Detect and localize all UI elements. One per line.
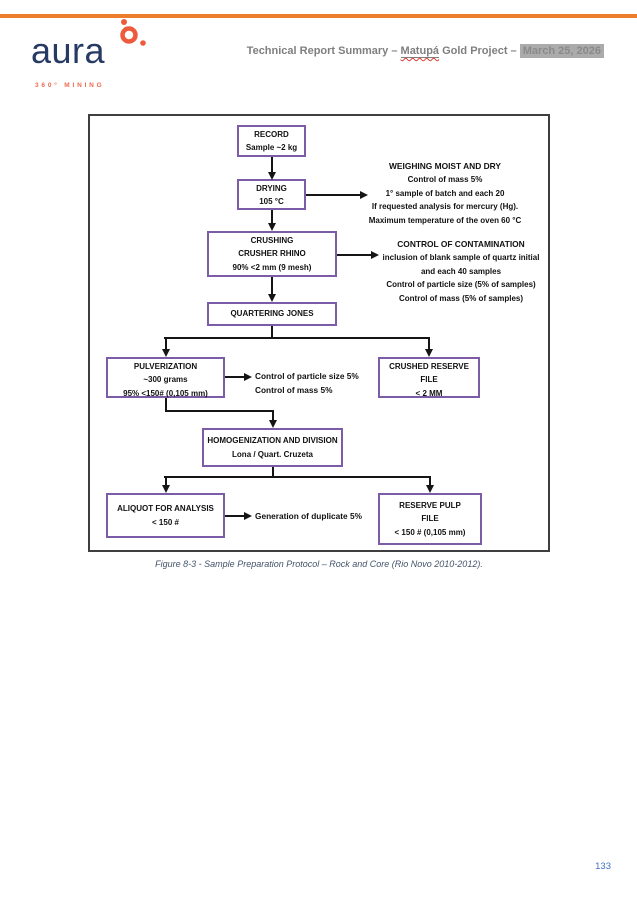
arrow-aliquot-to-duplicate-note xyxy=(225,515,244,517)
header-accent-bar xyxy=(0,14,637,18)
note-weighing-heading: WEIGHING MOIST AND DRY xyxy=(389,161,501,171)
arrow-drying-to-weighing-note xyxy=(306,194,360,196)
aura-logo-wordmark: aura xyxy=(31,30,106,71)
connector-homogenization-stem xyxy=(271,467,274,478)
connector-pulverization-down xyxy=(164,398,167,412)
connector-homogenization-split xyxy=(164,476,431,478)
flow-node-aliquot: ALIQUOT FOR ANALYSIS< 150 # xyxy=(106,493,225,538)
arrowhead-homogenization-to-reserve-pulp xyxy=(426,485,434,493)
arrowhead-pulverization-to-control-note xyxy=(244,373,252,381)
arrowhead-to-homogenization xyxy=(268,420,277,428)
flow-node-quartering-label: QUARTERING JONES xyxy=(230,309,314,319)
arrow-to-homogenization xyxy=(271,410,274,422)
arrowhead-homogenization-to-aliquot xyxy=(161,485,170,493)
note-duplicate-lines: Generation of duplicate 5% xyxy=(255,511,362,521)
document-title: Technical Report Summary – Matupá Gold P… xyxy=(246,44,604,58)
arrow-crushing-to-quartering xyxy=(270,277,273,296)
arrow-crushing-to-contamination-note xyxy=(337,254,371,256)
arrowhead-record-to-drying xyxy=(267,172,276,180)
arrow-quartering-to-crushed-reserve xyxy=(428,339,430,350)
flow-node-aliquot-label: ALIQUOT FOR ANALYSIS< 150 # xyxy=(117,504,214,527)
arrow-pulverization-to-control-note xyxy=(225,376,244,378)
arrowhead-quartering-to-pulverization xyxy=(161,349,170,357)
arrowhead-crushing-to-contamination-note xyxy=(371,251,379,259)
note-weighing-lines: Control of mass 5%1° sample of batch and… xyxy=(368,175,522,225)
note-duplicate-generation: Generation of duplicate 5% xyxy=(255,510,415,524)
arrow-record-to-drying xyxy=(270,157,273,174)
arrowhead-quartering-to-crushed-reserve xyxy=(425,349,433,357)
page-number: 133 xyxy=(595,861,611,872)
title-middle: Gold Project – xyxy=(439,45,520,57)
arrow-homogenization-to-aliquot xyxy=(164,478,167,487)
note-pulverization-control-lines: Control of particle size 5%Control of ma… xyxy=(255,371,359,395)
note-control-of-contamination: CONTROL OF CONTAMINATION inclusion of bl… xyxy=(351,238,571,305)
connector-quartering-split xyxy=(164,337,430,339)
arrow-drying-to-crushing xyxy=(270,210,273,224)
note-pulverization-control: Control of particle size 5%Control of ma… xyxy=(255,370,395,397)
connector-quartering-stem xyxy=(270,326,273,339)
note-contamination-lines: inclusion of blank sample of quartz init… xyxy=(382,253,540,303)
note-contamination-heading: CONTROL OF CONTAMINATION xyxy=(397,239,525,249)
arrow-homogenization-to-reserve-pulp xyxy=(429,478,431,487)
arrowhead-drying-to-crushing xyxy=(267,223,276,231)
note-weighing-moist-dry: WEIGHING MOIST AND DRY Control of mass 5… xyxy=(335,160,555,227)
arrowhead-crushing-to-quartering xyxy=(267,294,276,302)
logo-tagline: 360° MINING xyxy=(35,82,105,89)
arrowhead-drying-to-weighing-note xyxy=(360,191,368,199)
figure-caption: Figure 8-3 - Sample Preparation Protocol… xyxy=(155,559,483,569)
title-project-name: Matupá xyxy=(400,45,440,58)
arrowhead-aliquot-to-duplicate-note xyxy=(244,512,252,520)
arrow-quartering-to-pulverization xyxy=(164,339,167,350)
connector-pulverization-across xyxy=(164,410,274,412)
title-date-highlighted: March 25, 2026 xyxy=(519,44,604,58)
flow-node-quartering-jones: QUARTERING JONES xyxy=(207,302,337,326)
title-prefix: Technical Report Summary – xyxy=(246,45,401,57)
aura-orbit-icon xyxy=(120,19,146,46)
